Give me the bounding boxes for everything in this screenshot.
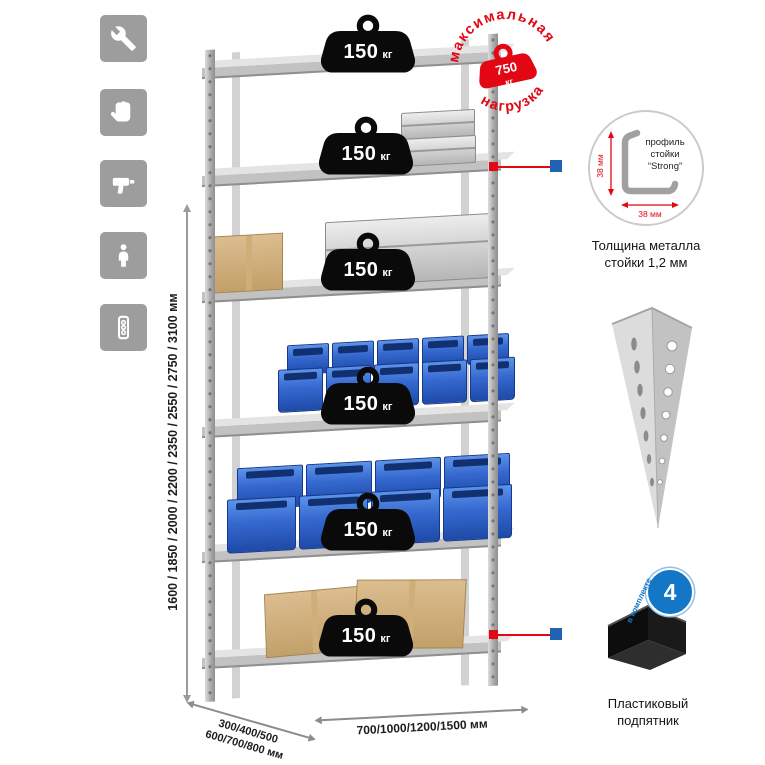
load-unit: кг (382, 49, 393, 61)
load-value: 150 (343, 393, 379, 415)
width-dimension: 700/1000/1200/1500 мм (315, 708, 529, 739)
cardboard-box (211, 232, 283, 294)
depth-dimension: 300/400/500 600/700/800 мм (179, 702, 315, 765)
plastic-bin (227, 495, 296, 554)
750kg-weight-icon (479, 43, 537, 89)
load-unit: кг (382, 267, 393, 279)
plastic-bin (422, 359, 467, 405)
height-dimension-label: 1600 / 1850 / 2000 / 2200 / 2350 / 2550 … (166, 293, 180, 611)
weight-icon (320, 232, 416, 291)
gloves-icon (110, 101, 131, 122)
wrench-icon (111, 26, 136, 51)
depth-dimension-label: 300/400/500 600/700/800 мм (203, 717, 285, 762)
profile-label-1: профиль (645, 137, 684, 148)
weight-icon (320, 14, 416, 73)
badge-number: 4 (663, 578, 677, 605)
profile-label-2: стойки (650, 149, 679, 160)
load-value: 150 (343, 41, 379, 63)
callout-marker-blue (550, 160, 562, 172)
weight-icon (318, 598, 414, 657)
load-value: 150 (343, 519, 379, 541)
profile-dim-side: 38 мм (595, 154, 605, 178)
feature-tile-level (100, 304, 147, 351)
profile-caption: Толщина металла стойки 1,2 мм (591, 238, 701, 270)
callout-marker-red (489, 630, 498, 639)
weight-icon (318, 116, 414, 175)
callout-line-foot (497, 634, 552, 636)
feature-tile-drill (100, 160, 147, 207)
feature-tile-assembly (100, 15, 147, 62)
load-value: 150 (341, 143, 377, 165)
plastic-foot-image (607, 604, 687, 670)
callout-marker-red (489, 162, 498, 171)
weight-icon (320, 492, 416, 551)
person-icon (118, 244, 129, 267)
load-unit: кг (382, 527, 393, 539)
foot-caption: Пластиковый подпятник (607, 696, 689, 728)
profile-label-3: “Strong” (648, 161, 682, 172)
profile-drawing (621, 129, 679, 195)
feature-tile-gloves (100, 89, 147, 136)
weight-icon (320, 366, 416, 425)
load-value: 150 (343, 259, 379, 281)
perforated-post-image (611, 306, 693, 529)
feature-tile-person (100, 232, 147, 279)
height-dimension-line (183, 204, 191, 703)
load-value: 150 (341, 625, 377, 647)
callout-marker-blue (550, 628, 562, 640)
drill-icon (112, 177, 135, 194)
included-count-badge: 4 (646, 568, 694, 616)
rack-rear-post-left (232, 52, 240, 699)
profile-dim-bottom: 38 мм (638, 209, 662, 219)
rack-front-post-left (205, 49, 215, 702)
post-profile-callout: 38 мм 38 мм профиль стойки “Strong” (588, 110, 704, 226)
plastic-bin (443, 483, 512, 542)
max-load-stamp: максимальная нагрузка 750 кг (432, 0, 579, 141)
load-unit: кг (380, 633, 391, 645)
level-icon (117, 315, 130, 340)
load-unit: кг (380, 151, 391, 163)
load-unit: кг (382, 401, 393, 413)
callout-line-profile (497, 166, 552, 168)
